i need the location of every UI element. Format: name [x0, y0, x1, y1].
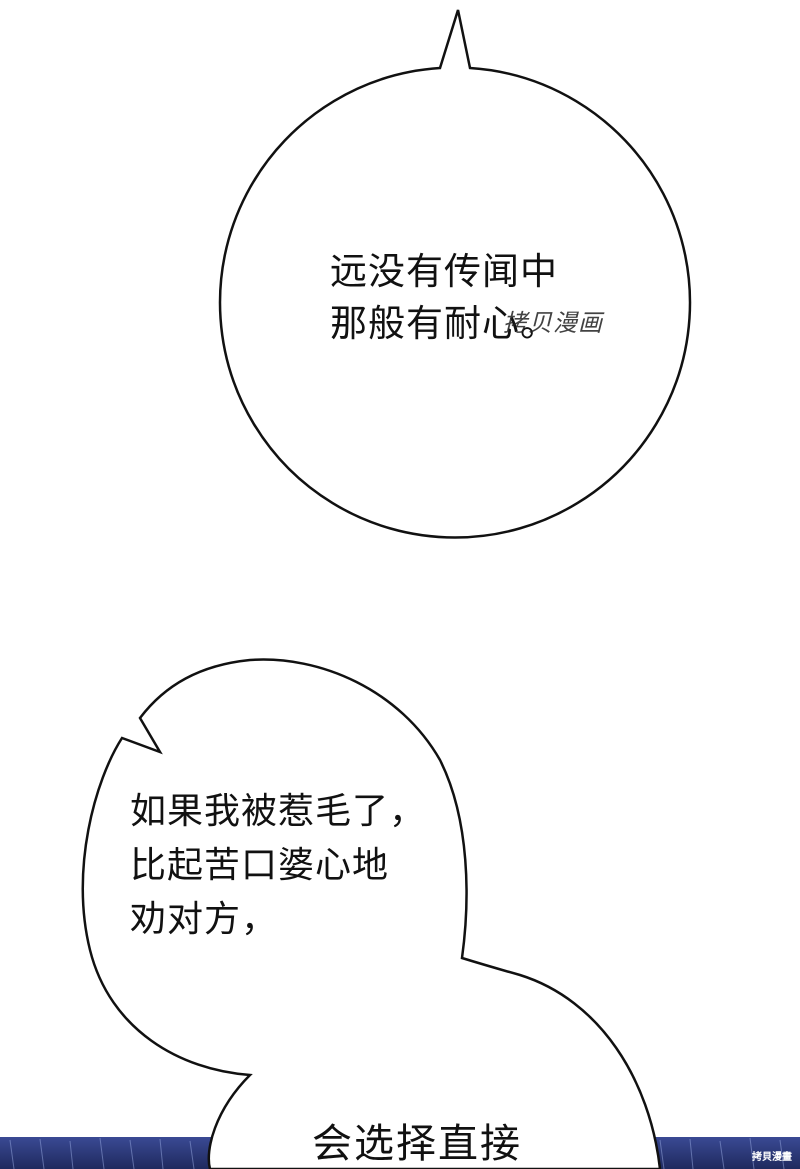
bubble-3-text: 会选择直接 — [312, 1121, 522, 1167]
speech-bubble-2 — [81, 658, 662, 1169]
bubble-1-text: 远没有传闻中 那般有耐心。 — [330, 250, 558, 345]
watermark-center: 拷贝漫画 — [503, 309, 603, 337]
bottom-panel-texture — [9, 1137, 785, 1169]
speech-bubble-1 — [218, 9, 692, 539]
bubble-2-text: 如果我被惹毛了， 比起苦口婆心地 劝对方， — [130, 791, 427, 940]
watermark-corner: 拷貝漫畫 — [752, 1152, 792, 1163]
